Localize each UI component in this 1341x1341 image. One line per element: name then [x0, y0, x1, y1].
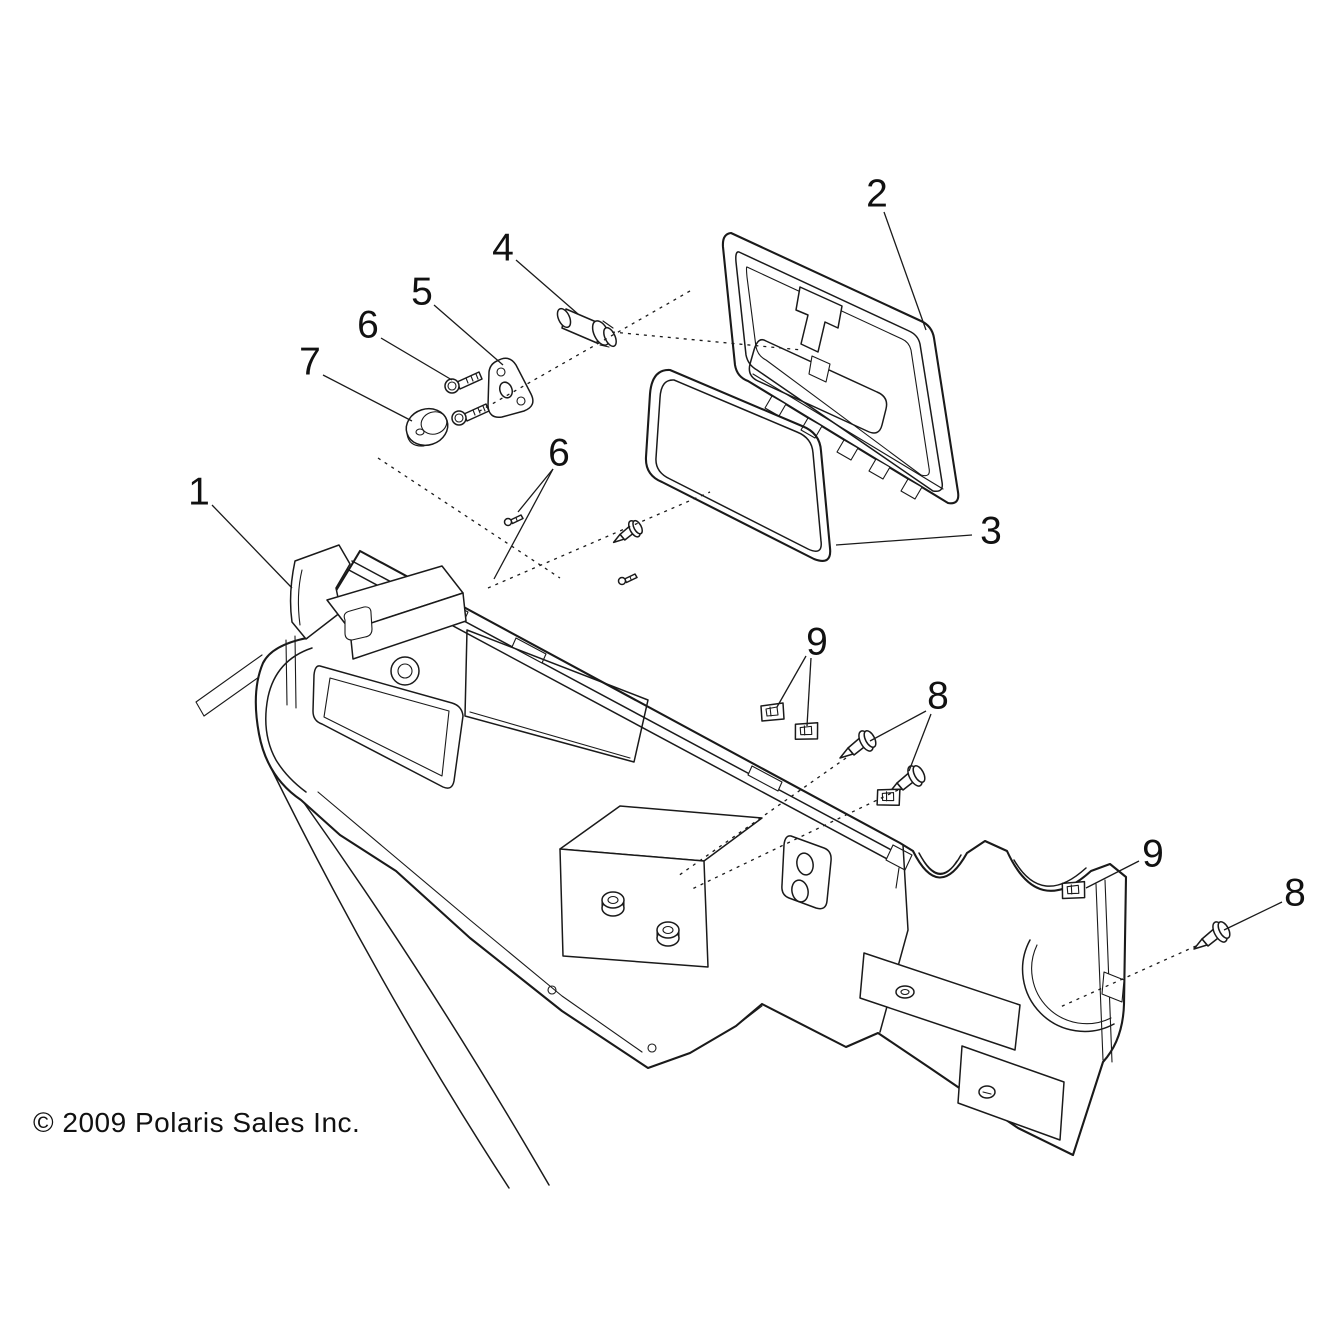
callout-8a-leader [909, 714, 931, 771]
callout-6b-leader [494, 469, 553, 579]
callout-8a: 8 [927, 674, 949, 718]
glovebox-door-drawing [723, 233, 958, 503]
copyright-text: © 2009 Polaris Sales Inc. [33, 1107, 361, 1138]
callout-9b: 9 [1142, 832, 1164, 876]
callout-9a-leader [777, 656, 806, 707]
bumper-knob-drawing [657, 922, 679, 946]
callout-6a-leader [381, 338, 452, 380]
bumper-knob-drawing [602, 892, 624, 916]
callout-9a-leader [807, 658, 811, 726]
callout-2-leader [884, 212, 926, 330]
callout-1: 1 [188, 470, 210, 514]
callout-4: 4 [492, 226, 514, 270]
callout-2: 2 [866, 172, 888, 216]
hinge-pin-drawing [555, 307, 619, 349]
callout-6a: 6 [357, 303, 379, 347]
callout-9b-leader [1086, 861, 1139, 888]
callout-3-leader [836, 535, 972, 545]
callout-8a-leader [870, 711, 926, 741]
callout-6b-leader [518, 469, 553, 512]
alignment-dashed-lines [378, 291, 1196, 1008]
knob-drawing [401, 403, 452, 450]
main-dash-panel-drawing [196, 545, 1126, 1188]
callout-7: 7 [299, 340, 321, 384]
door-seal-drawing [646, 370, 830, 561]
small-screw-drawing [503, 514, 638, 586]
callout-4-leader [516, 260, 578, 314]
callout-9a: 9 [806, 620, 828, 664]
callout-8b-leader [1224, 902, 1282, 930]
callout-8b: 8 [1284, 871, 1306, 915]
callout-5-leader [434, 305, 503, 365]
callout-3: 3 [980, 509, 1002, 553]
callout-7-leader [323, 375, 412, 421]
callout-6b: 6 [548, 431, 570, 475]
callout-leader-lines [212, 212, 1282, 930]
door-latch-drawing [796, 287, 842, 382]
callout-1-leader [212, 505, 292, 588]
callout-5: 5 [411, 270, 433, 314]
latch-plate-drawing [488, 358, 533, 417]
